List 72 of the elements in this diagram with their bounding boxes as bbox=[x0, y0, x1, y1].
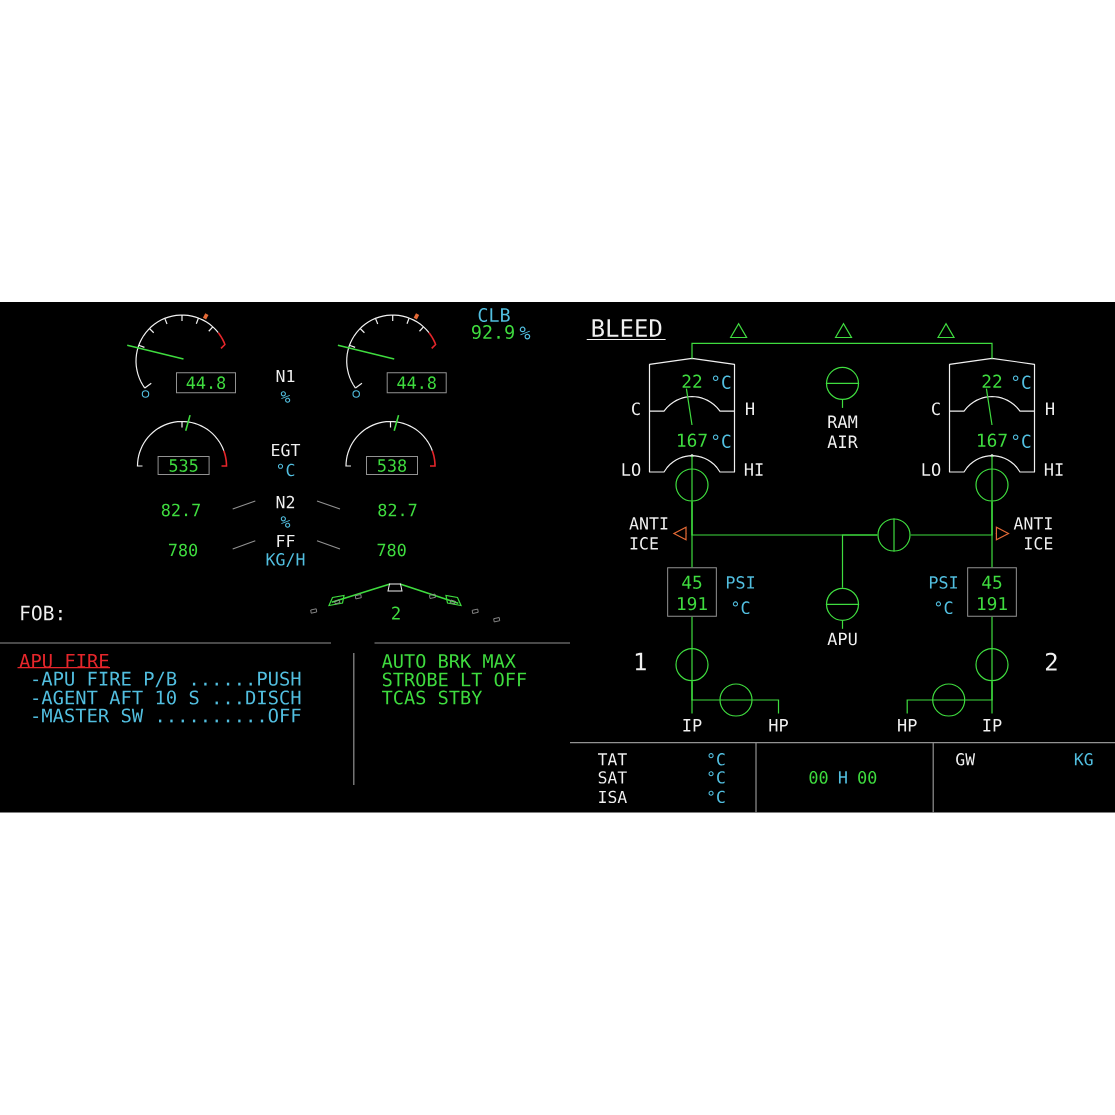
memo-line: AUTO BRK MAX bbox=[381, 654, 516, 669]
parameter-label: GW bbox=[956, 753, 976, 766]
unit-label: PSI bbox=[929, 576, 958, 589]
readout-box: 535 bbox=[157, 456, 210, 475]
unit-label: °C bbox=[708, 790, 725, 804]
engine-number: 1 bbox=[635, 652, 646, 671]
unit-label: H bbox=[839, 771, 847, 784]
readout-box: 45 191 bbox=[967, 567, 1017, 617]
scale-label: C bbox=[932, 402, 940, 416]
scale-label: LO bbox=[922, 463, 941, 476]
unit-label: % bbox=[519, 326, 531, 340]
parameter-label: N1 bbox=[276, 369, 295, 383]
procedure-line: -APU FIRE P/B ......PUSH bbox=[33, 671, 301, 688]
parameter-label: FOB: bbox=[21, 605, 62, 621]
engine-number: 2 bbox=[1045, 652, 1057, 671]
port-label: IP bbox=[983, 719, 1002, 732]
value-text: 00 bbox=[809, 771, 828, 784]
valve-symbol bbox=[675, 467, 709, 503]
unit-label: °C bbox=[277, 463, 295, 477]
valve-label: APU bbox=[827, 632, 857, 646]
valve-symbol bbox=[975, 647, 1009, 682]
readout-box: 44.8 bbox=[176, 372, 236, 394]
outlet-label: ANTI ICE bbox=[629, 517, 668, 550]
valve-label: RAM AIR bbox=[827, 415, 858, 448]
valve-symbol bbox=[931, 683, 966, 717]
valve-symbol bbox=[877, 517, 911, 553]
parameter-label: ISA bbox=[599, 790, 627, 804]
value-text: 780 bbox=[168, 543, 198, 557]
unit-label: °C bbox=[708, 753, 725, 766]
parameter-label: N2 bbox=[276, 495, 295, 509]
scale-label: LO bbox=[622, 463, 641, 476]
unit-label: °C bbox=[935, 601, 953, 615]
unit-label: KG/H bbox=[266, 553, 305, 567]
scale-label: HI bbox=[744, 463, 763, 476]
outlet-label: ANTI ICE bbox=[1013, 517, 1053, 550]
value-text: 2 bbox=[392, 606, 400, 620]
mode-label: CLB bbox=[478, 308, 510, 322]
readout-box: 45 191 bbox=[667, 567, 717, 617]
memo-line: STROBE LT OFF bbox=[382, 672, 527, 687]
parameter-label: SAT bbox=[598, 771, 627, 784]
scale-label: C bbox=[632, 402, 640, 416]
scale-label: H bbox=[746, 402, 754, 415]
value-text: 82.7 bbox=[378, 503, 417, 517]
temperature-gauge: 22 °C 167 °C bbox=[948, 357, 1036, 473]
valve-symbol bbox=[975, 467, 1009, 503]
value-text: 82.7 bbox=[161, 503, 200, 517]
parameter-label: FF bbox=[277, 534, 295, 548]
readout-box: 538 bbox=[366, 456, 418, 475]
unit-label: % bbox=[280, 516, 291, 528]
procedure-line: -MASTER SW ..........OFF bbox=[33, 708, 301, 723]
port-label: HP bbox=[769, 719, 788, 732]
port-label: HP bbox=[898, 719, 917, 732]
scale-label: H bbox=[1046, 402, 1054, 415]
parameter-label: EGT bbox=[272, 443, 301, 457]
unit-label: °C bbox=[708, 771, 725, 784]
temperature-gauge: 22 °C 167 °C bbox=[648, 357, 736, 473]
value-text: 92.9 bbox=[472, 325, 514, 339]
unit-label: % bbox=[280, 391, 291, 403]
value-text: 00 bbox=[858, 771, 877, 784]
memo-line: TCAS STBY bbox=[382, 690, 483, 705]
unit-label: °C bbox=[732, 601, 750, 615]
scale-label: HI bbox=[1044, 463, 1063, 476]
valve-symbol bbox=[718, 683, 754, 717]
page-title: BLEED bbox=[586, 319, 667, 341]
readout-box: 44.8 bbox=[386, 372, 447, 394]
port-label: IP bbox=[683, 719, 702, 732]
parameter-label: TAT bbox=[598, 753, 627, 766]
unit-label: KG bbox=[1074, 753, 1093, 766]
procedure-line: -AGENT AFT 10 S ...DISCH bbox=[33, 690, 301, 705]
valve-symbol bbox=[675, 647, 709, 682]
value-text: 780 bbox=[377, 543, 406, 557]
unit-label: PSI bbox=[726, 576, 755, 589]
